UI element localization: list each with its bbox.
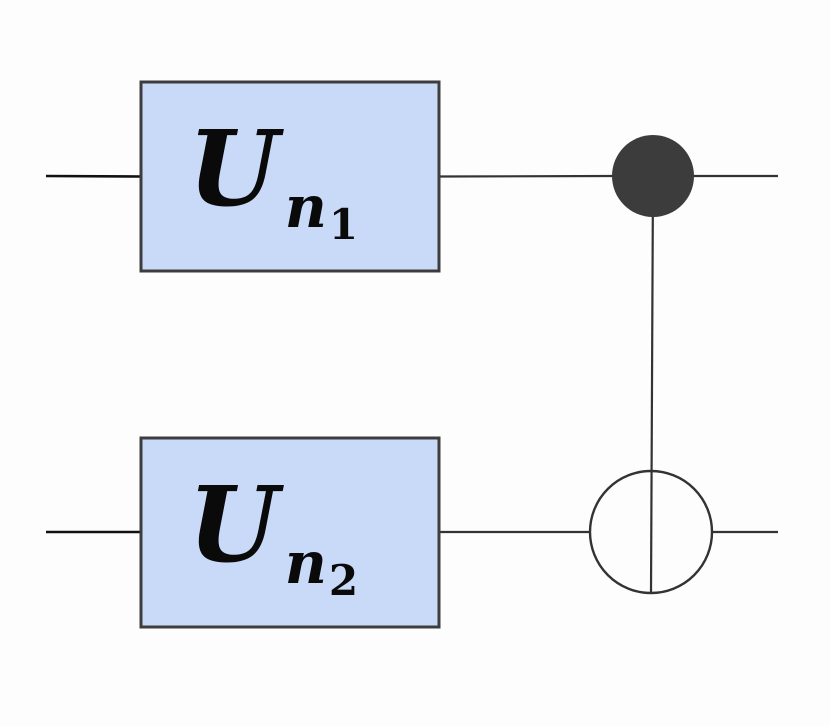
gate-u-n2-symbol: U <box>188 463 284 586</box>
qubit-1-input-wire <box>45 174 142 178</box>
cnot-vertical-connector <box>649 175 655 594</box>
gate-u-n1-symbol: U <box>188 107 284 230</box>
gate-u-n1-subscript: n <box>285 173 327 241</box>
target-oplus-icon <box>588 469 714 595</box>
gate-u-n1-box <box>139 80 441 273</box>
gate-u-n2-subscript-index: 2 <box>329 556 358 605</box>
gate-u-n2-subscript: n <box>285 529 327 597</box>
gate-u-n1-subscript-index: 1 <box>329 200 358 249</box>
gate-u-n2-box <box>139 436 441 629</box>
qubit-1-mid-wire <box>439 174 614 178</box>
control-dot-icon <box>612 135 694 217</box>
cnot-gate <box>588 135 714 595</box>
